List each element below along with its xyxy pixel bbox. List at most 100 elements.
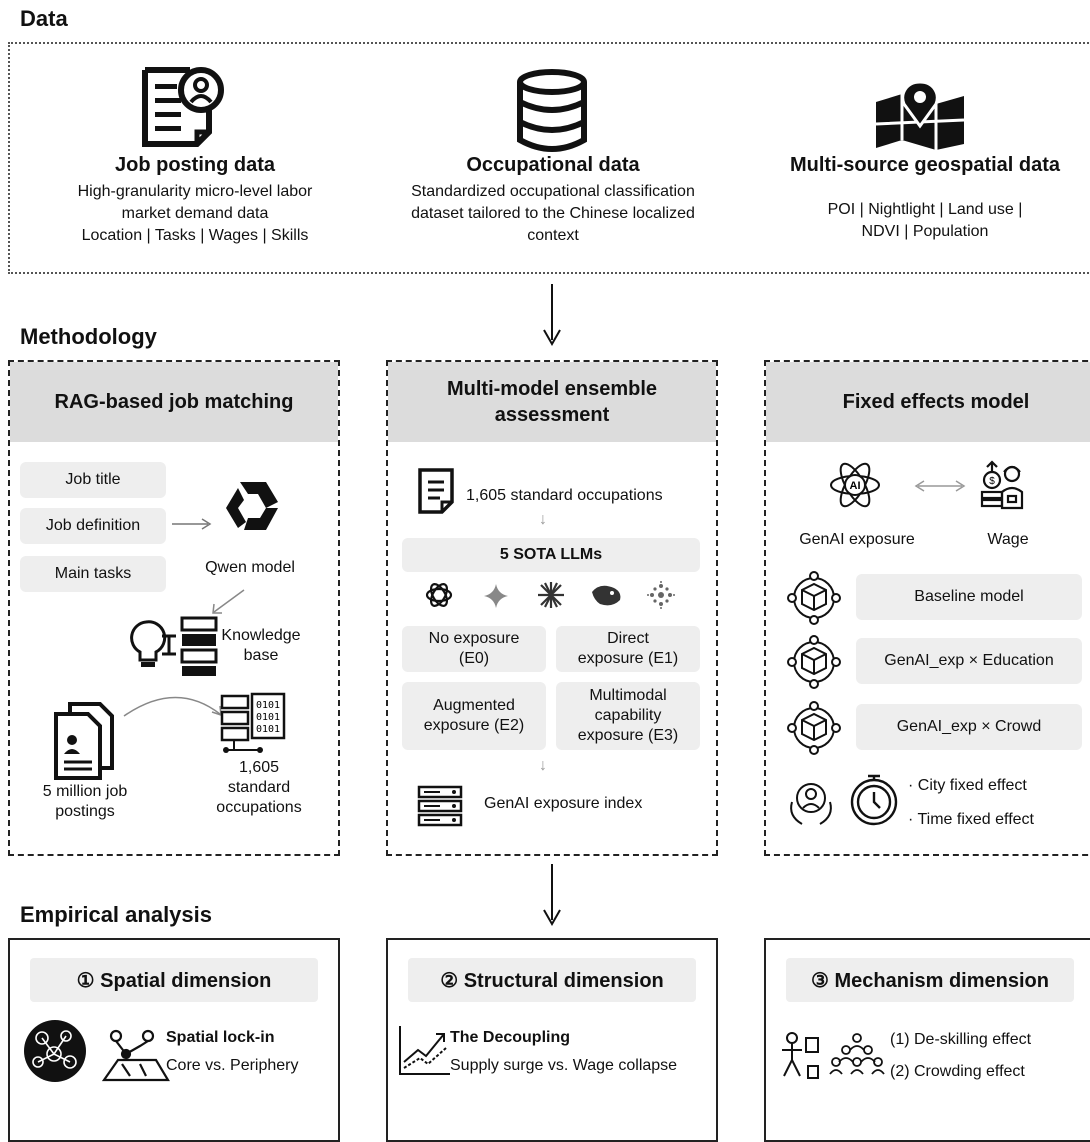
model-baseline: Baseline model (856, 574, 1082, 620)
postings-label: 5 million job postings (10, 782, 160, 822)
data-title-geospatial: Multi-source geospatial data (789, 154, 1061, 176)
job-document-icon (142, 67, 224, 147)
section-title-methodology: Methodology (20, 324, 157, 349)
category-e1: Direct exposure (E1) (556, 626, 700, 672)
city-fixed-effect: · City fixed effect (908, 777, 1027, 794)
data-desc-line: market demand data (121, 205, 269, 222)
server-index-icon (417, 785, 463, 827)
knowledge-base-icon (130, 616, 218, 676)
occupations-line: occupations (216, 799, 302, 816)
core-periphery-text: Core vs. Periphery (166, 1057, 299, 1074)
deskilling-worker-icon (782, 1032, 819, 1079)
postings-line: 5 million job (42, 783, 128, 800)
down-arrow-small: ↓ (539, 757, 547, 774)
category-line: (E0) (458, 650, 490, 667)
qwen-logo-icon (226, 482, 278, 530)
category-line: exposure (E1) (577, 650, 679, 667)
category-line: exposure (E2) (423, 717, 525, 734)
data-desc-line: POI | Nightlight | Land use | (827, 201, 1023, 218)
clock-time-icon (850, 774, 898, 826)
spatial-dimension-title: ① Spatial dimension (30, 958, 318, 1002)
model-crowd-interaction: GenAI_exp × Crowd (856, 704, 1082, 750)
claude-logo-icon (538, 582, 564, 608)
category-e3: Multimodal capability exposure (E3) (556, 682, 700, 750)
panel-fixed-effects: Fixed effects model AI $ GenAI exposure … (764, 360, 1090, 856)
category-line: capability (594, 707, 662, 724)
knowledge-base-label: Knowledge base (216, 626, 306, 666)
occupations-line: 1,605 (238, 759, 280, 776)
decoupling-chart-icon (399, 1026, 450, 1075)
down-arrow (543, 284, 561, 346)
spatial-lockin-heading: Spatial lock-in (166, 1029, 275, 1046)
data-desc-line: dataset tailored to the Chinese localize… (411, 205, 695, 222)
map-lockin-icon (101, 1029, 170, 1082)
data-col-geospatial: Multi-source geospatial data POI | Night… (770, 154, 1080, 243)
section-title-data: Data (20, 6, 68, 31)
panel-title-ensemble: Multi-model ensemble assessment (388, 362, 716, 442)
data-desc-line: Standardized occupational classification (411, 183, 695, 200)
decoupling-heading: The Decoupling (450, 1029, 570, 1046)
ai-atom-icon: AI (830, 462, 880, 508)
data-desc-line: NDVI | Population (861, 223, 989, 240)
crowd-icon (829, 1033, 885, 1075)
sota-llms-pill: 5 SOTA LLMs (402, 538, 700, 572)
svg-text:AI: AI (850, 480, 861, 492)
input-job-title: Job title (20, 462, 166, 498)
llm-dots-logo-icon (647, 581, 675, 609)
panel-ensemble: Multi-model ensemble assessment 1,605 st… (386, 360, 718, 856)
database-icon (517, 69, 587, 152)
section-title-empirical: Empirical analysis (20, 902, 212, 927)
input-job-definition: Job definition (20, 508, 166, 544)
diagonal-arrow (212, 589, 245, 614)
category-line: Direct (607, 630, 649, 647)
time-fixed-effect: · Time fixed effect (908, 811, 1034, 828)
curved-arrow (123, 696, 222, 717)
double-arrow (914, 480, 966, 492)
document-icon (418, 468, 454, 514)
svg-text:0101: 0101 (256, 700, 280, 711)
genai-exposure-label: GenAI exposure (799, 531, 915, 548)
model-cube-icon (787, 571, 841, 625)
category-line: No exposure (428, 630, 520, 647)
structural-dimension-title: ② Structural dimension (408, 958, 696, 1002)
standard-occupations-label: 1,605 standard occupations (466, 487, 663, 504)
mechanism-dimension-title: ③ Mechanism dimension (786, 958, 1074, 1002)
city-hands-icon (790, 783, 832, 825)
model-cube-icon (787, 701, 841, 755)
job-postings-icon (54, 702, 114, 780)
qwen-model-label: Qwen model (205, 559, 295, 576)
down-arrow-small: ↓ (539, 511, 547, 528)
category-line: Multimodal (589, 687, 667, 704)
model-cube-icon (787, 635, 841, 689)
data-box: Job posting data High-granularity micro-… (8, 42, 1090, 274)
panel-rag: RAG-based job matching Job title Job def… (8, 360, 340, 856)
data-title-job-posting: Job posting data (115, 154, 275, 176)
model-education-interaction: GenAI_exp × Education (856, 638, 1082, 684)
svg-text:0101: 0101 (256, 712, 280, 723)
category-line: exposure (E3) (577, 727, 679, 744)
wage-label: Wage (987, 531, 1029, 548)
empirical-mechanism: ③ Mechanism dimension (1) De-skilling ef… (764, 938, 1090, 1142)
city-network-icon (24, 1020, 86, 1082)
map-pin-icon (875, 80, 965, 150)
occupations-line: standard (227, 779, 291, 796)
ensemble-title-line: assessment (494, 404, 610, 426)
down-arrow (543, 864, 561, 926)
data-desc-line: High-granularity micro-level labor (77, 183, 313, 200)
svg-text:0101: 0101 (256, 724, 280, 735)
empirical-spatial: ① Spatial dimension Spatial lock-in Core… (8, 938, 340, 1142)
genai-exposure-index-label: GenAI exposure index (484, 795, 643, 812)
data-desc-line: Location | Tasks | Wages | Skills (81, 227, 309, 244)
right-arrow (172, 518, 212, 530)
category-e0: No exposure (E0) (402, 626, 546, 672)
data-title-occupational: Occupational data (466, 154, 640, 176)
category-line: Augmented (433, 697, 515, 714)
occupations-label: 1,605 standard occupations (194, 758, 324, 818)
panel-title-fixed-effects: Fixed effects model (766, 362, 1090, 442)
input-main-tasks: Main tasks (20, 556, 166, 592)
ensemble-title-line: Multi-model ensemble (446, 378, 658, 400)
deepseek-logo-icon (592, 585, 621, 606)
gemini-logo-icon (484, 584, 508, 608)
wage-worker-icon: $ (980, 460, 1024, 510)
category-e2: Augmented exposure (E2) (402, 682, 546, 750)
